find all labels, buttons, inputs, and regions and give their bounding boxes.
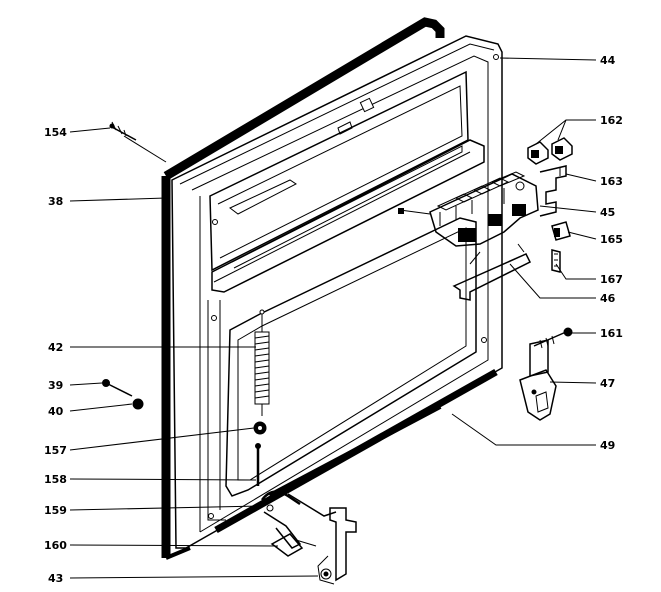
door-gasket [161,17,445,560]
hinge-link-160 [270,533,317,557]
label-159: 159 [44,504,67,517]
label-43: 43 [48,572,63,585]
label-46: 46 [600,292,616,305]
label-42: 42 [48,341,63,354]
rod-158 [255,443,261,486]
switch-caps-162 [527,137,573,165]
screw-hole [208,513,214,519]
label-39: 39 [48,379,63,392]
bracket-163 [539,165,567,217]
label-45: 45 [600,206,615,219]
door-spring [254,309,270,416]
label-158: 158 [44,473,67,486]
leader-lines [69,57,597,579]
label-162: 162 [600,114,623,127]
label-49: 49 [600,439,615,452]
inner-door-panel [207,217,477,521]
label-44: 44 [600,54,616,67]
label-160: 160 [44,539,67,552]
label-40: 40 [48,405,64,418]
screw-hole [211,315,217,321]
label-157: 157 [44,444,67,457]
part-labels: 154 38 42 39 40 157 158 159 160 43 44 16… [44,54,623,585]
knob-157 [253,421,267,435]
screw-hole [481,337,487,343]
bottom-seal-strip [214,368,498,534]
screw-154 [109,121,137,141]
screw-161 [533,327,573,349]
label-165: 165 [600,233,623,246]
washer-40 [132,398,144,410]
hinge-arm-43 [287,493,357,585]
screw-39 [102,379,133,397]
label-167: 167 [600,273,623,286]
hinge-cam-159 [260,490,302,549]
part-165 [551,221,571,241]
label-154: 154 [44,126,67,139]
label-163: 163 [600,175,623,188]
screw-hole [493,54,499,60]
screw-hole [212,219,218,225]
outer-door-panel [171,35,503,549]
strike-46 [452,243,532,301]
label-47: 47 [600,377,615,390]
latch-assembly-45 [398,171,539,247]
label-38: 38 [48,195,63,208]
label-161: 161 [600,327,623,340]
hinge-bracket-47 [519,339,557,421]
upper-panel-section [209,70,485,293]
